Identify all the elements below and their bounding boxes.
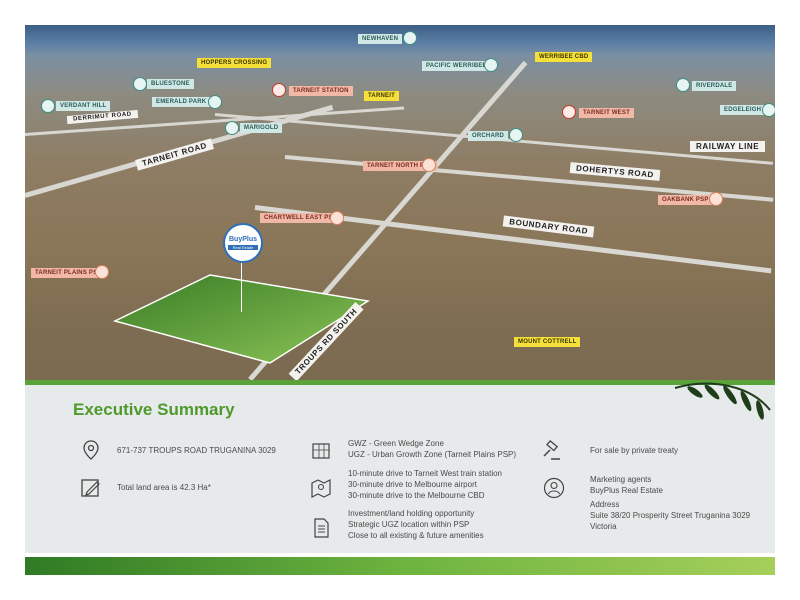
agent-state: Victoria (590, 522, 617, 531)
place-tag-riverdale: RIVERDALE (692, 81, 737, 91)
drive-tarneit-west: 10-minute drive to Tarneit West train st… (348, 469, 502, 478)
road-label-derrimut: DERRIMUT ROAD (66, 109, 139, 125)
place-tag-hoppers-crossing: HOPPERS CROSSING (197, 58, 272, 68)
checklist-icon (314, 518, 329, 538)
document-icon (709, 192, 723, 206)
map-icon (312, 443, 330, 459)
house-icon (225, 121, 239, 135)
drive-airport: 30-minute drive to Melbourne airport (348, 480, 477, 489)
house-icon (41, 99, 55, 113)
place-tag-tarneit-north-psp: TARNEIT NORTH PSP (363, 161, 437, 171)
document-icon (422, 158, 436, 172)
property-address: 671-737 TROUPS ROAD TRUGANINA 3029 (117, 446, 276, 455)
place-tag-pacific-werribee: PACIFIC WERRIBEE (422, 61, 491, 71)
investment-line2: Strategic UGZ location within PSP (348, 520, 470, 529)
place-tag-werribee-cbd: WERRIBEE CBD (535, 52, 593, 62)
road-label-tarneit: TARNEIT ROAD (135, 138, 215, 171)
shopping-basket-icon (484, 58, 498, 72)
place-tag-chartwell-east-psp: CHARTWELL EAST PSP (260, 213, 341, 223)
logo-pin-stem (241, 257, 242, 312)
logo-line1: BuyPlus (228, 236, 257, 243)
land-area: Total land area is 42.3 Ha* (117, 483, 211, 492)
investment-line1: Investment/land holding opportunity (348, 509, 475, 518)
house-icon (509, 128, 523, 142)
executive-summary-section: Executive Summary 671-737 TROUPS ROAD TR… (25, 382, 775, 553)
train-icon (562, 105, 576, 119)
agent-address: Suite 38/20 Prosperity Street Truganina … (590, 511, 751, 520)
edit-icon (81, 479, 100, 497)
fern-leaf-decoration (674, 382, 771, 420)
train-icon (272, 83, 286, 97)
document-icon (330, 211, 344, 225)
place-tag-verdant-hill: VERDANT HILL (56, 101, 111, 111)
house-icon (133, 77, 147, 91)
road-label-boundary: BOUNDARY ROAD (502, 215, 595, 238)
gavel-icon (543, 440, 560, 460)
zone-gwz: GWZ - Green Wedge Zone (348, 439, 444, 448)
house-icon (403, 31, 417, 45)
agents-heading: Marketing agents (590, 475, 652, 484)
logo-line2: Real Estate (228, 245, 258, 250)
place-tag-bluestone: BLUESTONE (147, 79, 194, 89)
place-tag-orchard: ORCHARD (468, 131, 509, 141)
house-icon (208, 95, 222, 109)
road-label-dohertys: DOHERTYS ROAD (569, 162, 661, 181)
place-tag-tarneit-west: TARNEIT WEST (579, 108, 634, 118)
place-tag-emerald-park: EMERALD PARK (152, 97, 211, 107)
buyplus-logo-pin: BuyPlus Real Estate (223, 223, 263, 263)
route-map-icon (311, 479, 331, 498)
address-heading: Address (590, 500, 620, 509)
person-icon (543, 477, 565, 499)
place-tag-oakbank-psp: OAKBANK PSP (658, 195, 713, 205)
divider-band (25, 380, 775, 385)
place-tag-tarneit-plains-psp: TARNEIT PLAINS PSP (31, 268, 106, 278)
footer-band (25, 557, 775, 575)
sale-method: For sale by private treaty (590, 446, 679, 455)
investment-line3: Close to all existing & future amenities (348, 531, 484, 540)
section-title: Executive Summary (73, 400, 235, 419)
house-icon (676, 78, 690, 92)
place-tag-tarneit-station: TARNEIT STATION (289, 86, 353, 96)
agents-name: BuyPlus Real Estate (590, 486, 663, 495)
place-tag-newhaven: NEWHAVEN (358, 34, 403, 44)
road-label-railway: RAILWAY LINE (690, 141, 766, 152)
place-tag-edgeleigh: EDGELEIGH (720, 105, 766, 115)
aerial-map: BuyPlus Real Estate DERRIMUT ROAD TARNEI… (25, 25, 775, 380)
document-icon (95, 265, 109, 279)
location-pin-icon (83, 440, 99, 460)
drive-cbd: 30-minute drive to the Melbourne CBD (348, 491, 485, 500)
place-tag-tarneit: TARNEIT (364, 91, 399, 101)
brochure-page: BuyPlus Real Estate DERRIMUT ROAD TARNEI… (25, 25, 775, 575)
place-tag-marigold: MARIGOLD (240, 123, 283, 133)
zone-ugz: UGZ - Urban Growth Zone (Tarneit Plains … (348, 450, 517, 459)
place-tag-mount-cottrell: MOUNT COTTRELL (514, 337, 581, 347)
subject-land-parcel (112, 274, 370, 364)
house-icon (762, 103, 775, 117)
